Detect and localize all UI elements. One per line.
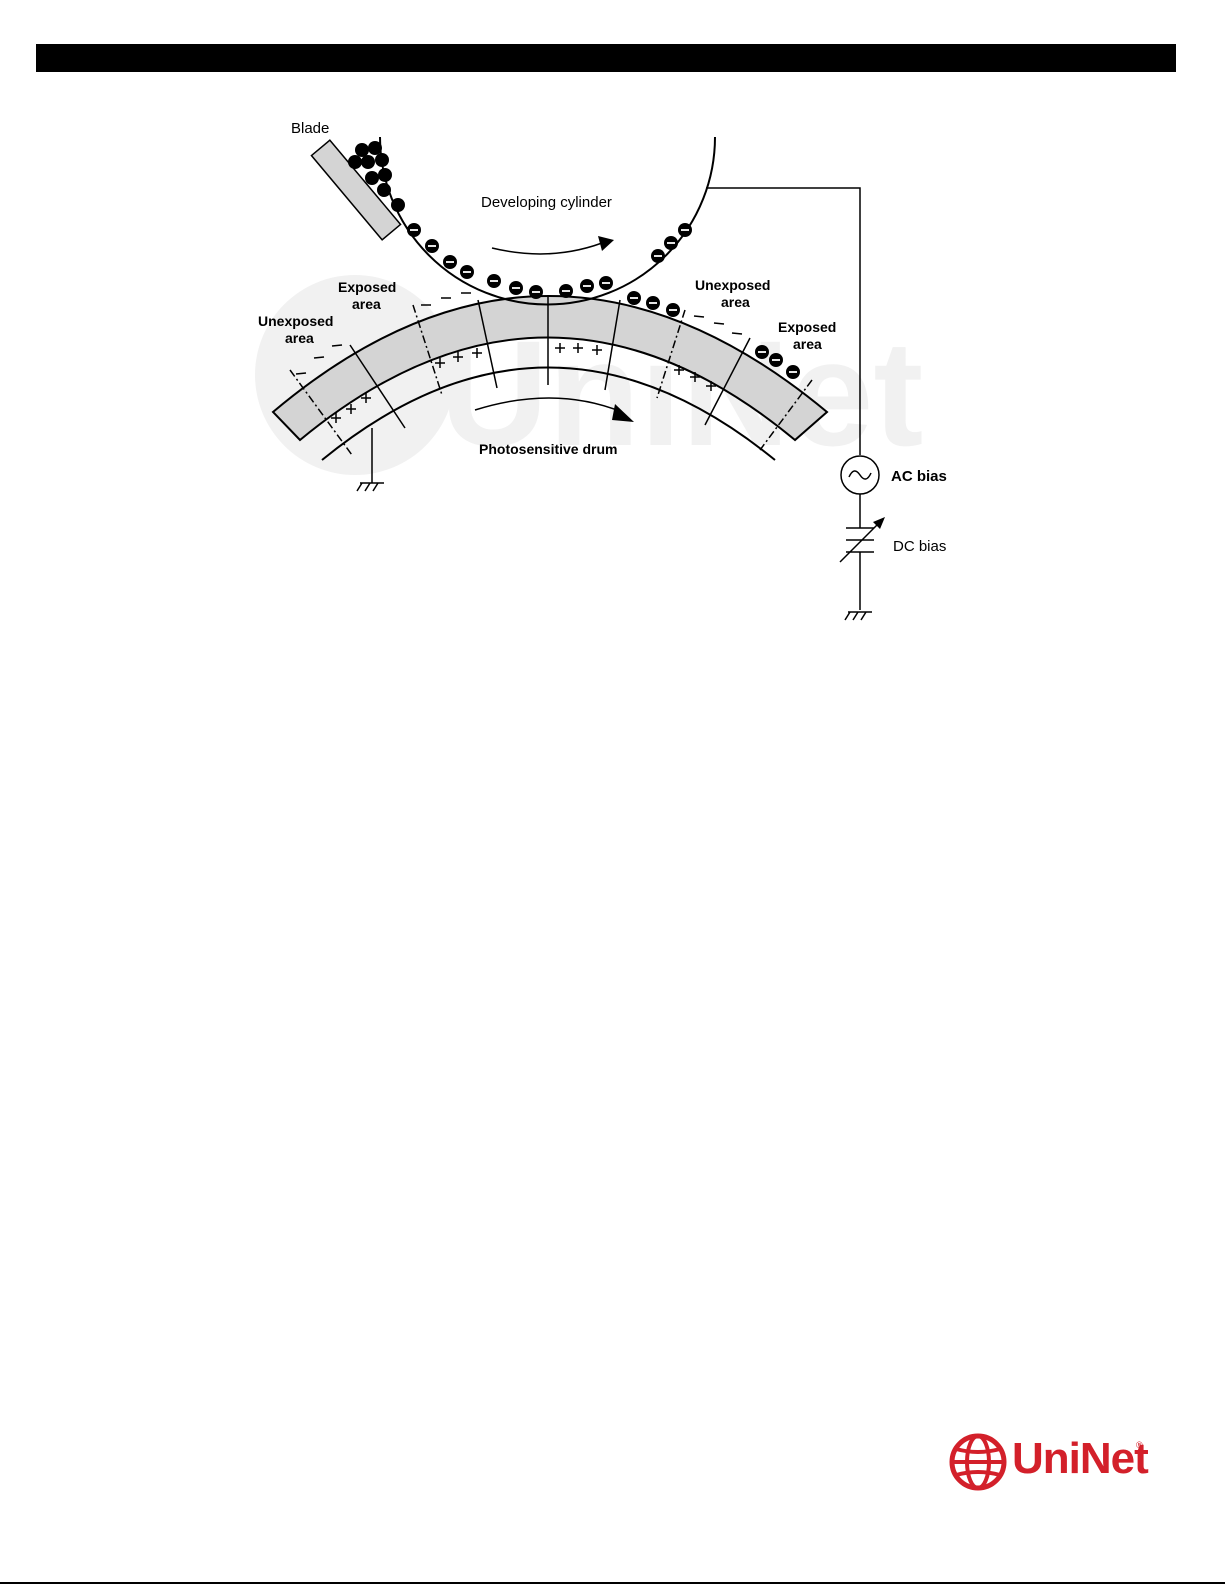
developing-process-diagram: UniNet: [0, 0, 1225, 660]
blade-label: Blade: [291, 120, 329, 137]
developing-cylinder: [380, 137, 715, 304]
uninet-logo: UniNet ®: [948, 1432, 1148, 1492]
exposed-area-right-label: Exposed: [778, 319, 836, 335]
logo-registered-mark: ®: [1136, 1440, 1143, 1450]
unexposed-area-right-label-2: area: [721, 294, 750, 310]
logo-text: UniNet: [1012, 1434, 1148, 1484]
photosensitive-drum-label: Photosensitive drum: [479, 441, 617, 457]
footer-line: [0, 1582, 1225, 1584]
dc-bias-label: DC bias: [893, 538, 946, 555]
developing-cylinder-label: Developing cylinder: [481, 194, 612, 211]
globe-icon: [948, 1432, 1008, 1492]
unexposed-area-left-label-2: area: [285, 330, 314, 346]
ac-bias-label: AC bias: [891, 468, 947, 485]
exposed-area-left-label: Exposed: [338, 279, 396, 295]
exposed-area-left-label-2: area: [352, 296, 381, 312]
exposed-area-right-label-2: area: [793, 336, 822, 352]
unexposed-area-right-label: Unexposed: [695, 277, 770, 293]
cylinder-rotation-arrow: [492, 236, 614, 254]
unexposed-area-left-label: Unexposed: [258, 313, 333, 329]
